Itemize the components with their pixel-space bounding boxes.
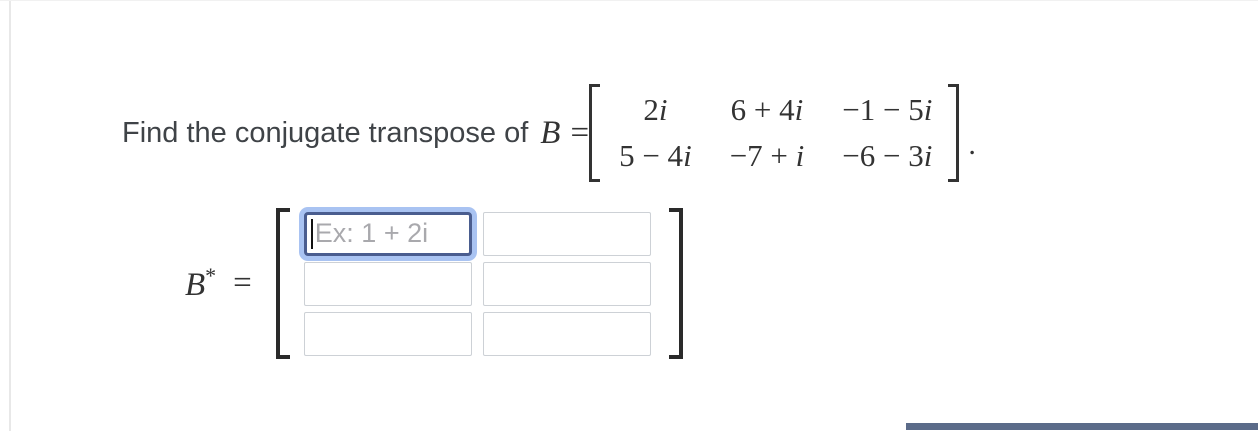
- conjugate-transpose-star: *: [205, 263, 217, 288]
- matrix-cell-r1c2: 6 + 4i: [730, 92, 804, 127]
- matrix-symbol-B: B: [540, 115, 560, 152]
- answer-symbol-letter: B: [185, 267, 206, 303]
- answer-matrix-grid: [303, 211, 651, 356]
- left-border-line: [9, 1, 11, 431]
- matrix-cell-r2c2: −7 + i: [729, 138, 805, 173]
- sentence-period: .: [968, 128, 976, 161]
- answer-input-r2c1[interactable]: [303, 261, 472, 306]
- answer-input-r3c2[interactable]: [482, 311, 651, 356]
- answer-equals-sign: =: [233, 265, 252, 301]
- matrix-symbol-letter: B: [540, 114, 561, 151]
- matrix-cell-r1c3: −1 − 5i: [842, 92, 933, 127]
- matrix-bracket-left: [589, 84, 601, 182]
- matrix-cell-r2c1: 5 − 4i: [619, 138, 692, 173]
- equals-sign: =: [570, 114, 590, 151]
- question-row: Find the conjugate transpose of B = 2i 6…: [122, 84, 976, 182]
- answer-symbol-B-star: B*: [185, 263, 216, 304]
- given-matrix: 2i 6 + 4i −1 − 5i 5 − 4i −7 + i −6 − 3i: [619, 87, 932, 179]
- answer-input-r1c1[interactable]: [303, 211, 472, 256]
- answer-cell-r1c1-wrapper: [303, 211, 472, 256]
- answer-bracket-right: [668, 208, 683, 359]
- matrix-cell-r1c1: 2i: [643, 92, 668, 127]
- answer-input-r1c2[interactable]: [482, 211, 651, 256]
- answer-input-r2c2[interactable]: [482, 261, 651, 306]
- answer-input-r3c1[interactable]: [303, 311, 472, 356]
- bottom-right-bar: [906, 423, 1258, 430]
- question-text: Find the conjugate transpose of: [122, 116, 529, 149]
- answer-bracket-left: [275, 208, 290, 359]
- matrix-bracket-right: [948, 84, 960, 182]
- matrix-cell-r2c3: −6 − 3i: [842, 138, 933, 173]
- answer-row: B* =: [185, 208, 683, 359]
- text-caret: [310, 218, 314, 249]
